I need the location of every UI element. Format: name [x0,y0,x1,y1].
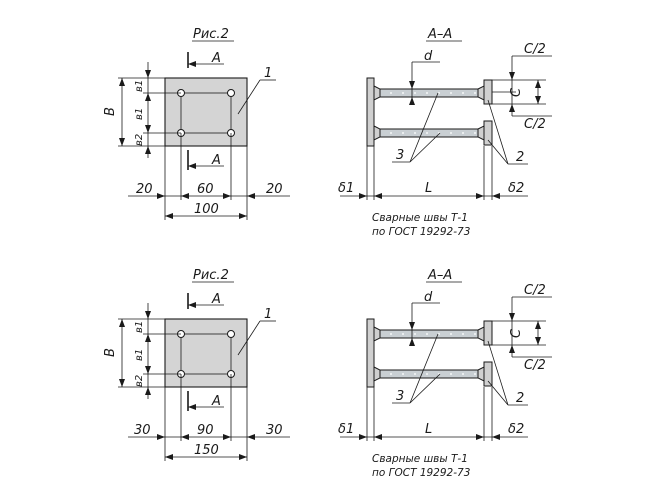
callout-1: 1 [264,66,272,81]
bolt-hole [227,89,235,97]
dim-b1-label: в1 [134,80,145,92]
dim-total-label: 150 [194,443,219,458]
figure-title: Рис.2 [193,268,229,283]
dim-b1-label: в1 [134,321,145,333]
dim-L-label: L [425,422,432,437]
dim-left-label: 20 [136,182,153,197]
dim-right-label: 30 [266,423,283,438]
section-label: А [211,51,221,66]
callout-2: 2 [516,150,524,165]
section-arrow-bottom: А [187,391,224,411]
washer-plate [483,120,493,146]
dim-b2-label: в2 [134,375,145,387]
section-title: А–А [427,27,452,42]
base-plate [366,77,375,147]
weld-note-line2: по ГОСТ 19292-73 [372,467,470,479]
dim-height-label: В [103,107,118,116]
bolt-hole [227,330,235,338]
weld-note-line2: по ГОСТ 19292-73 [372,226,470,238]
dim-right-label: 20 [266,182,283,197]
figure-title: Рис.2 [193,27,229,42]
washer-plate [483,320,493,346]
weld-note-line1: Сварные швы Т-1 [372,212,468,224]
callout-2: 2 [516,391,524,406]
section-arrow-bottom: А [187,150,224,170]
washer-plate [483,361,493,387]
weld-note-line1: Сварные швы Т-1 [372,453,468,465]
plate-plan-view: Рис.2 А 1 [103,27,290,220]
dim-b1-mid-label: в1 [134,108,145,120]
dim-b2-label: в2 [134,134,145,146]
plate-plan-view: Рис.2 А 1 В [103,268,290,461]
drawing-panel-bottom: Рис.2 А 1 В [103,268,552,479]
dim-c2-bottom-label: С/2 [524,358,546,373]
section-view: А–А d [338,27,552,238]
dim-delta1-label: δ1 [338,181,354,196]
dim-delta2-label: δ2 [508,181,524,196]
dim-c2-top-label: С/2 [524,283,546,298]
dim-c2-top-label: С/2 [524,42,546,57]
section-label: А [211,292,221,307]
section-arrow-top: А [187,292,224,309]
section-label: А [211,394,221,409]
dim-delta2-label: δ2 [508,422,524,437]
base-plate [366,318,375,388]
dim-b1-mid-label: в1 [134,349,145,361]
dim-total-label: 100 [194,202,219,217]
dim-c-label: С [509,328,524,338]
plate [164,77,248,147]
callout-3: 3 [396,148,404,163]
callout-1: 1 [264,307,272,322]
dim-d-label: d [424,290,433,305]
section-arrow-top: А [187,51,224,68]
plate [164,318,248,388]
drawing-panel-top: Рис.2 А 1 [103,27,552,238]
dim-c2-bottom-label: С/2 [524,117,546,132]
dim-height-label: В [103,348,118,357]
section-label: А [211,153,221,168]
dim-delta1-label: δ1 [338,422,354,437]
dim-d-label: d [424,49,433,64]
dim-mid-label: 90 [197,423,214,438]
dim-c-label: С [509,87,524,97]
dim-left-label: 30 [134,423,151,438]
dim-L-label: L [425,181,432,196]
section-view: А–А d [338,268,552,479]
callout-3: 3 [396,389,404,404]
section-title: А–А [427,268,452,283]
dim-mid-label: 60 [197,182,214,197]
